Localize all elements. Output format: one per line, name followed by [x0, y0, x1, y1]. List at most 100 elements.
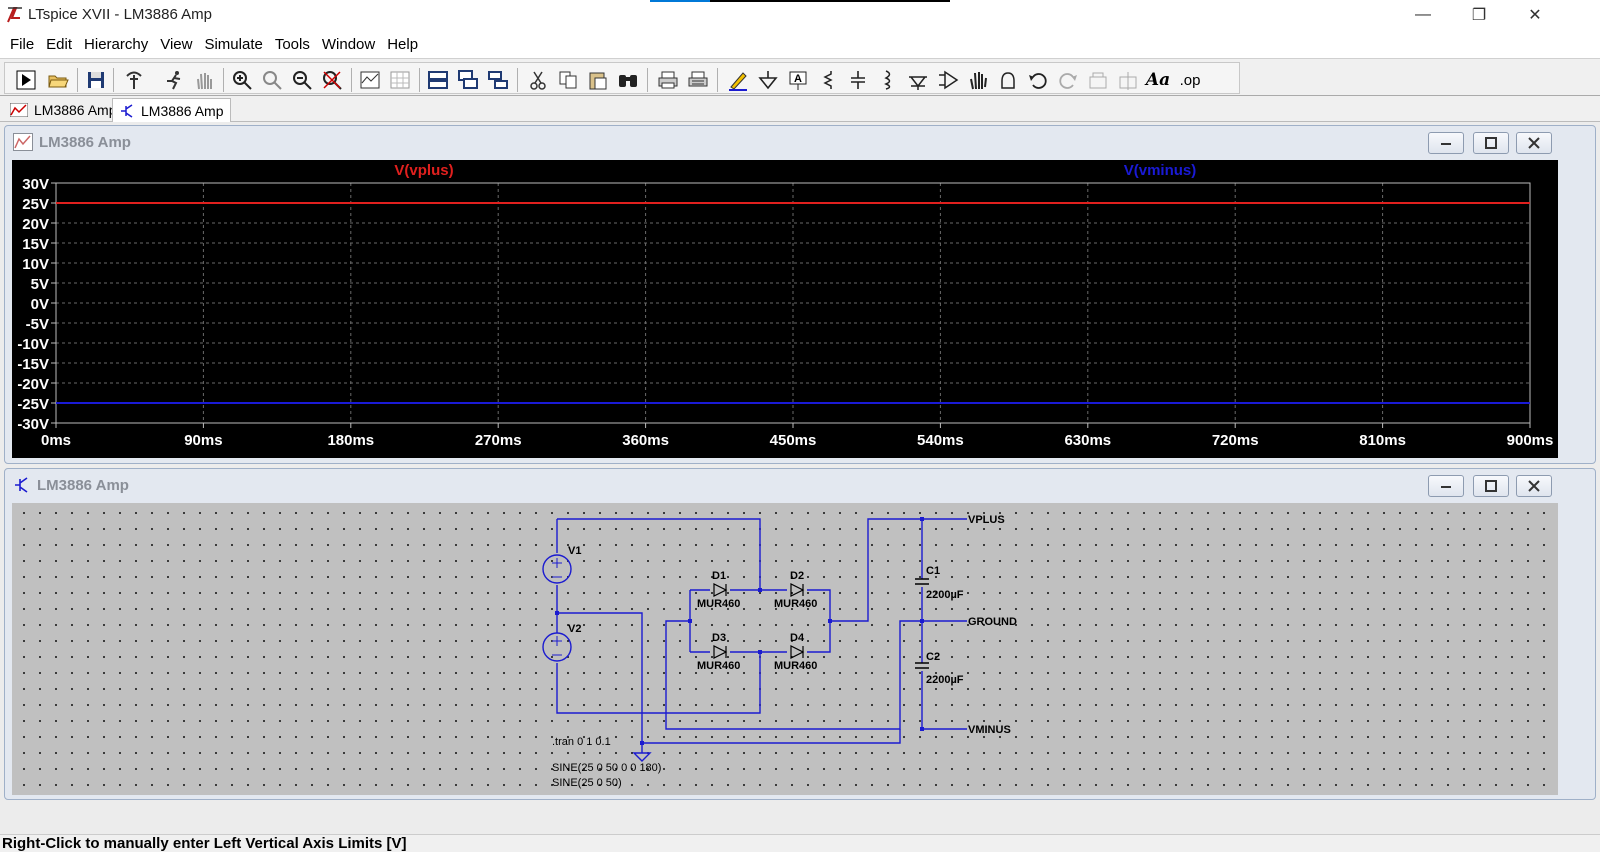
cut-icon[interactable] — [525, 67, 551, 93]
close-button[interactable]: ✕ — [1528, 7, 1542, 24]
component-icon[interactable] — [935, 67, 961, 93]
grid-icon[interactable] — [387, 67, 413, 93]
diode-d2[interactable] — [790, 583, 805, 597]
copy-icon[interactable] — [555, 67, 581, 93]
x-tick-label: 360ms — [622, 432, 669, 449]
y-tick-label: -10V — [17, 336, 49, 353]
run-icon[interactable] — [13, 67, 39, 93]
tile-horizontal-icon[interactable] — [425, 67, 451, 93]
zoom-fit-icon[interactable] — [319, 67, 345, 93]
d3-model: MUR460 — [697, 660, 740, 672]
diode-d4[interactable] — [790, 645, 805, 659]
v1-source[interactable] — [542, 554, 572, 584]
schematic-window-icon — [15, 477, 28, 493]
zoom-out-icon[interactable] — [289, 67, 315, 93]
svg-text:A: A — [794, 73, 802, 85]
y-tick-label: -30V — [17, 416, 49, 433]
x-tick-label: 540ms — [917, 432, 964, 449]
inductor-icon[interactable] — [875, 67, 901, 93]
x-tick-label: 630ms — [1064, 432, 1111, 449]
drag-icon[interactable] — [995, 67, 1021, 93]
waveform-maximize-button[interactable] — [1473, 132, 1509, 154]
control-panel-icon[interactable] — [121, 67, 147, 93]
zoom-area-icon[interactable] — [259, 67, 285, 93]
diode-icon[interactable] — [905, 67, 931, 93]
schematic-drawing[interactable]: V1 V2 D1 D2 D3 D4 MUR460 MUR460 MUR460 M… — [12, 503, 1558, 795]
v2-source[interactable] — [542, 632, 572, 662]
schematic-canvas[interactable]: V1 V2 D1 D2 D3 D4 MUR460 MUR460 MUR460 M… — [12, 503, 1558, 795]
capacitor-c1[interactable] — [915, 578, 929, 585]
v2-sine-value[interactable]: SINE(25 0 50) — [552, 777, 622, 789]
rotate-icon[interactable] — [1085, 67, 1111, 93]
tab-schematic[interactable]: LM3886 Amp — [112, 98, 231, 122]
label-net-icon[interactable]: A — [785, 67, 811, 93]
y-tick-label: -15V — [17, 356, 49, 373]
menu-hierarchy[interactable]: Hierarchy — [84, 35, 149, 53]
v1-sine-value[interactable]: SINE(25 0 50 0 0 180) — [552, 762, 661, 774]
net-label-ground[interactable]: GROUND — [968, 616, 1017, 628]
redo-icon[interactable] — [1055, 67, 1081, 93]
pan-icon[interactable] — [191, 67, 217, 93]
diode-d1[interactable] — [713, 583, 728, 597]
tile-vertical-icon[interactable] — [485, 67, 511, 93]
d2-label: D2 — [790, 570, 804, 582]
autorange-icon[interactable] — [357, 67, 383, 93]
resistor-icon[interactable] — [815, 67, 841, 93]
text-icon[interactable]: Aa — [1145, 70, 1171, 90]
schematic-minimize-button[interactable] — [1428, 475, 1464, 497]
move-icon[interactable] — [965, 67, 991, 93]
menu-view[interactable]: View — [160, 35, 193, 53]
paste-icon[interactable] — [585, 67, 611, 93]
x-tick-label: 900ms — [1507, 432, 1554, 449]
draw-wire-icon[interactable] — [725, 67, 751, 93]
net-label-vminus[interactable]: VMINUS — [968, 724, 1011, 736]
save-icon[interactable] — [83, 67, 109, 93]
restore-button[interactable]: ❐ — [1471, 7, 1487, 24]
d2-model: MUR460 — [774, 598, 817, 610]
print-setup-icon[interactable] — [685, 67, 711, 93]
net-label-vplus[interactable]: VPLUS — [968, 514, 1005, 526]
y-tick-label: 10V — [22, 256, 49, 273]
schematic-maximize-button[interactable] — [1473, 475, 1509, 497]
y-tick-label: 0V — [31, 296, 49, 313]
spice-directive-icon[interactable]: .op — [1179, 71, 1201, 89]
menu-bar: File Edit Hierarchy View Simulate Tools … — [0, 30, 1600, 58]
x-tick-label: 90ms — [184, 432, 222, 449]
schematic-window: LM3886 Amp — [4, 468, 1596, 800]
d4-label: D4 — [790, 632, 805, 644]
waveform-close-button[interactable] — [1516, 132, 1552, 154]
waveform-tab-icon — [10, 103, 28, 117]
schematic-close-button[interactable] — [1516, 475, 1552, 497]
waveform-window-title[interactable]: LM3886 Amp — [13, 126, 131, 158]
menu-file[interactable]: File — [10, 35, 35, 53]
print-icon[interactable] — [655, 67, 681, 93]
x-tick-label: 720ms — [1212, 432, 1259, 449]
menu-tools[interactable]: Tools — [274, 35, 310, 53]
ground-icon[interactable] — [755, 67, 781, 93]
tran-directive[interactable]: .tran 0 1 0.1 — [552, 736, 611, 748]
window-title: LTspice XVII - LM3886 Amp — [28, 6, 212, 23]
run-simulation-icon[interactable] — [161, 67, 187, 93]
minimize-button[interactable]: — — [1415, 6, 1431, 23]
menu-edit[interactable]: Edit — [46, 35, 73, 53]
cascade-icon[interactable] — [455, 67, 481, 93]
menu-help[interactable]: Help — [387, 35, 419, 53]
undo-icon[interactable] — [1025, 67, 1051, 93]
capacitor-icon[interactable] — [845, 67, 871, 93]
diode-d3[interactable] — [713, 645, 728, 659]
waveform-minimize-button[interactable] — [1428, 132, 1464, 154]
y-tick-label: -5V — [26, 316, 49, 333]
tab-waveform[interactable]: LM3886 Amp — [4, 98, 123, 122]
menu-window[interactable]: Window — [321, 35, 376, 53]
mirror-icon[interactable] — [1115, 67, 1141, 93]
open-icon[interactable] — [45, 67, 71, 93]
waveform-window-icon — [13, 133, 33, 151]
capacitor-c2[interactable] — [915, 662, 929, 669]
menu-simulate[interactable]: Simulate — [204, 35, 263, 53]
schematic-window-title[interactable]: LM3886 Amp — [13, 469, 129, 501]
find-icon[interactable] — [615, 67, 641, 93]
zoom-in-icon[interactable] — [229, 67, 255, 93]
